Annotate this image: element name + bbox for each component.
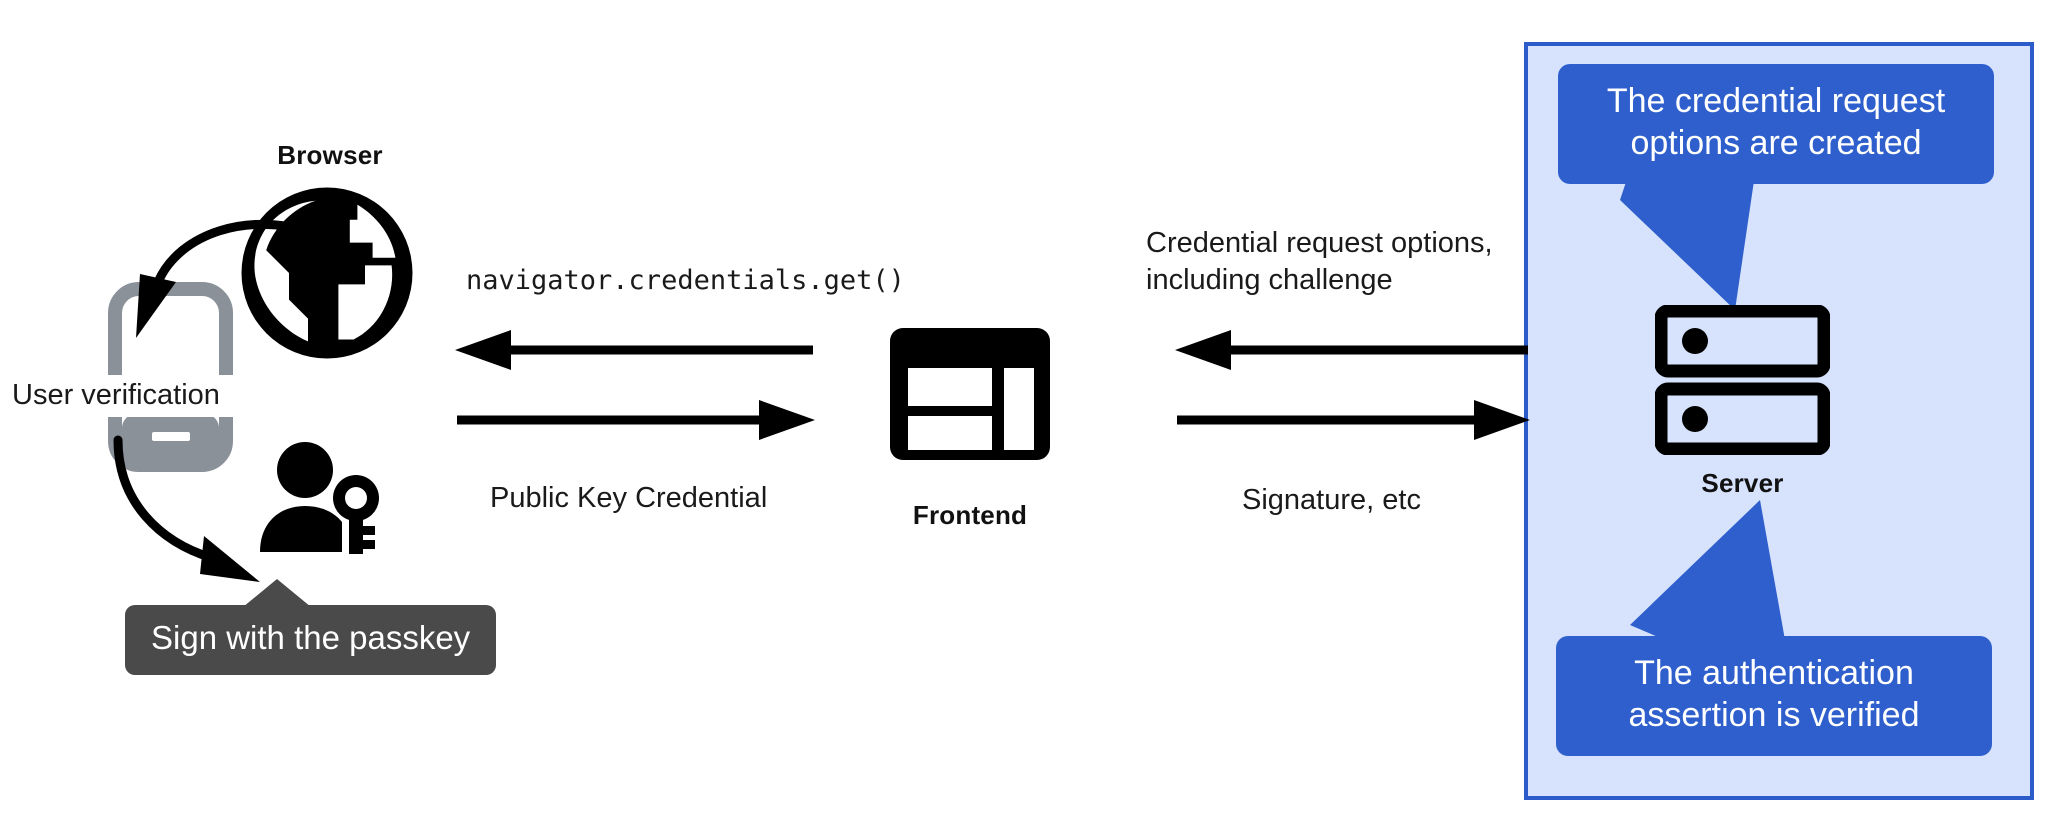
- browser-label: Browser: [277, 140, 383, 170]
- credential-request-options-label: Credential request options, including ch…: [1146, 225, 1493, 299]
- arrow-server-to-frontend: [1175, 330, 1528, 370]
- navigator-credentials-get-label: navigator.credentials.get(): [466, 265, 905, 296]
- arrow-browser-to-frontend: [457, 400, 815, 440]
- arrow-phone-to-user: [113, 435, 260, 582]
- arrow-browser-to-phone: [136, 219, 315, 338]
- person-with-key-icon: [260, 442, 379, 554]
- callout-authentication-assertion-verified: The authentication assertion is verified: [1556, 636, 1992, 757]
- credential-request-options-line-2: including challenge: [1146, 264, 1393, 297]
- frontend-label: Frontend: [912, 500, 1028, 530]
- callout-bottom-line-1: The authentication: [1634, 654, 1914, 692]
- passkey-tooltip-tail: [243, 579, 311, 607]
- callout-bottom-tail: [1630, 500, 1785, 640]
- arrow-frontend-to-browser: [455, 330, 813, 370]
- callout-bottom-line-2: assertion is verified: [1628, 696, 1920, 735]
- server-label: Server: [1701, 468, 1784, 498]
- passkey-tooltip: Sign with the passkey: [125, 605, 497, 675]
- web-layout-icon: [890, 328, 1050, 460]
- callout-top-line-1: The credential request: [1606, 82, 1946, 120]
- callout-credential-request-options: The credential request options are creat…: [1558, 64, 1994, 185]
- user-verification-mask: [0, 375, 252, 417]
- credential-request-options-line-1: Credential request options,: [1146, 227, 1493, 259]
- user-verification-label: User verification: [12, 379, 220, 411]
- passkey-tooltip-wrapper: Sign with the passkey: [125, 579, 497, 675]
- callout-top-line-2: options are created: [1630, 124, 1922, 163]
- arrow-frontend-to-server: [1177, 400, 1530, 440]
- public-key-credential-label: Public Key Credential: [490, 482, 768, 514]
- signature-etc-label: Signature, etc: [1242, 484, 1421, 516]
- server-rack-icon: [1655, 305, 1830, 455]
